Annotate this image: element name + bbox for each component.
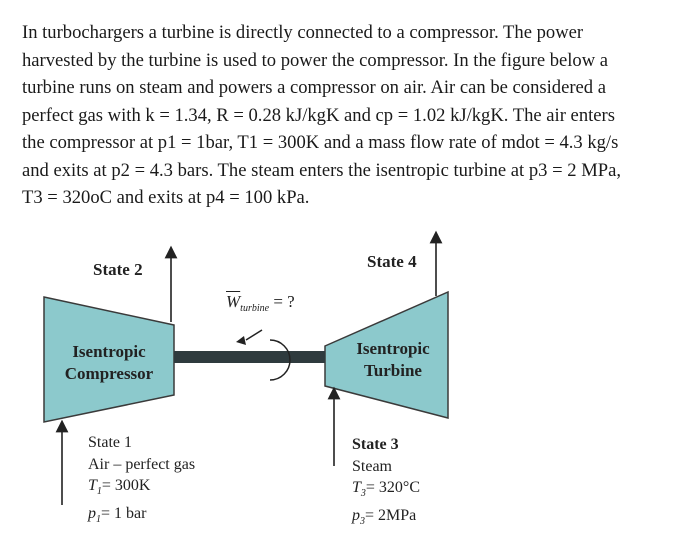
work-value: = ? xyxy=(273,292,295,311)
compressor-shape xyxy=(43,296,175,423)
state3-pressure: p3= 2MPa xyxy=(352,506,417,527)
problem-line: turbine runs on steam and powers a compr… xyxy=(22,77,606,98)
turbine-label-line2: Turbine xyxy=(364,361,422,380)
turbine-shape xyxy=(324,290,449,419)
state4-label: State 4 xyxy=(367,252,417,271)
rotation-arrow xyxy=(269,339,291,381)
work-symbol: W xyxy=(226,292,241,311)
problem-line: harvested by the turbine is used to powe… xyxy=(22,49,609,71)
problem-line: perfect gas with k = 1.34, R = 0.28 kJ/k… xyxy=(22,104,615,126)
problem-statement: In turbochargers a turbine is directly c… xyxy=(22,19,692,212)
state3-title: State 3 xyxy=(352,436,399,453)
state2-label: State 2 xyxy=(93,260,143,279)
state1-title: State 1 xyxy=(88,434,132,451)
turbine-label-line1: Isentropic xyxy=(356,339,430,358)
work-subscript: turbine xyxy=(240,303,270,314)
state1-temperature: T1= 300K xyxy=(88,477,151,498)
problem-line: the compressor at p1 = 1bar, T1 = 300K a… xyxy=(22,132,619,153)
problem-line: In turbochargers a turbine is directly c… xyxy=(22,22,584,43)
shaft xyxy=(174,351,325,363)
compressor-label-line2: Compressor xyxy=(64,364,154,383)
state1-medium: Air – perfect gas xyxy=(88,455,196,473)
state3-block: State 3 Steam T3= 320°C p3= 2MPa xyxy=(352,434,420,532)
problem-line: T3 = 320oC and exits at p4 = 100 kPa. xyxy=(22,187,310,208)
state3-medium: Steam xyxy=(352,457,392,475)
rotation-arrowhead xyxy=(236,336,246,345)
state3-temperature: T3= 320°C xyxy=(352,479,420,500)
problem-line: and exits at p2 = 4.3 bars. The steam en… xyxy=(22,159,621,181)
compressor-label-line1: Isentropic xyxy=(72,342,146,361)
state1-block: State 1 Air – perfect gas T1= 300K p1= 1… xyxy=(88,432,195,530)
turbine-label: Isentropic Turbine xyxy=(348,338,438,382)
compressor-label: Isentropic Compressor xyxy=(56,341,162,385)
rotation-arrow-tail xyxy=(245,329,263,341)
turbine-work-label: Wturbine = ? xyxy=(226,292,295,314)
state1-pressure: p1= 1 bar xyxy=(88,504,147,525)
